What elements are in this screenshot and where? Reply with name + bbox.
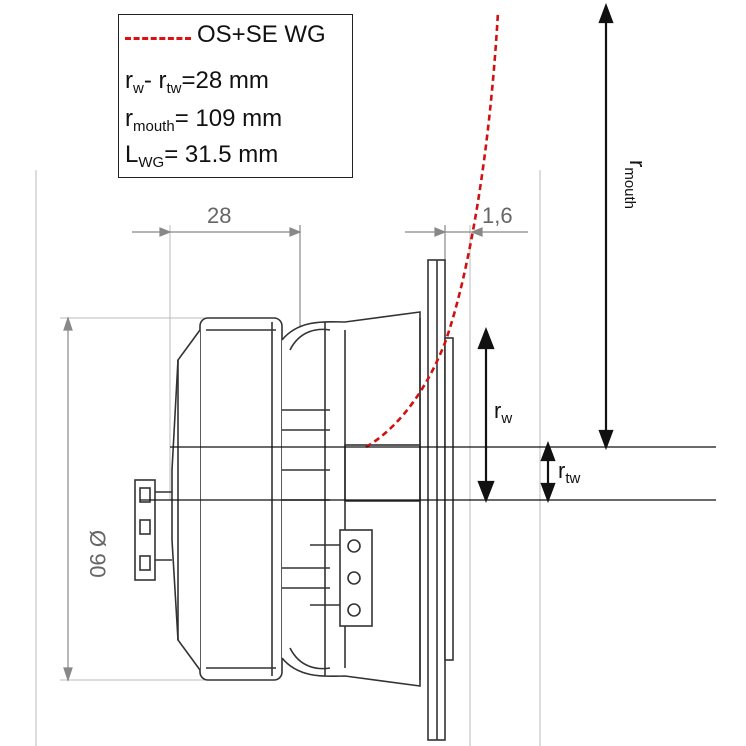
legend-box: OS+SE WG rw- rtw=28 mm rmouth= 109 mm LW… xyxy=(118,14,353,178)
dimension-1-6 xyxy=(405,225,528,262)
dimension-diameter xyxy=(63,316,73,682)
legend-row-rmouth: rmouth= 109 mm xyxy=(125,105,283,135)
r-w-arrow xyxy=(477,326,495,504)
r-tw-arrow xyxy=(540,440,556,504)
reference-lines xyxy=(140,446,716,501)
r-w-label: rw xyxy=(494,398,513,427)
speaker-body xyxy=(134,259,454,741)
dimension-28-label: 28 xyxy=(207,203,231,228)
waveguide-curve xyxy=(365,11,500,449)
legend-row-lwg: LWG= 31.5 mm xyxy=(125,141,279,171)
legend-curve-label: OS+SE WG xyxy=(197,21,326,48)
r-tw-label: rtw xyxy=(558,458,581,487)
legend-row-rw-rtw: rw- rtw=28 mm xyxy=(125,67,269,97)
r-mouth-arrow xyxy=(598,2,614,451)
legend-dash-swatch xyxy=(125,37,191,40)
dimension-1-6-label: 1,6 xyxy=(482,203,513,228)
dimension-diameter-label: Ø 90 xyxy=(85,530,110,578)
construction-lines xyxy=(35,170,541,746)
dimension-28 xyxy=(132,225,302,330)
r-mouth-label: rmouth xyxy=(621,160,650,210)
